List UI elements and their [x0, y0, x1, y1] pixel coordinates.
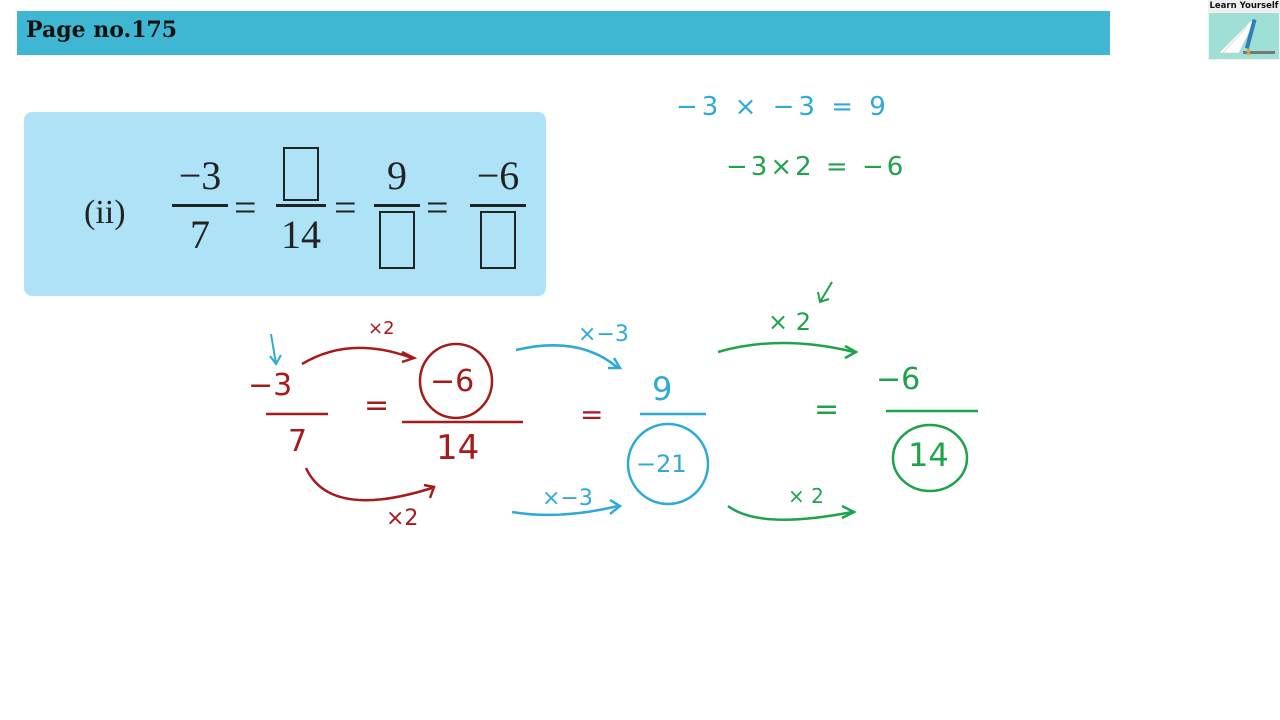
equals-sign: = — [364, 388, 390, 423]
solution-3-denominator: −21 — [636, 450, 687, 478]
arrow-label-blue-top: ×−3 — [578, 322, 629, 347]
fraction-bar — [374, 204, 420, 207]
equals-sign: = — [580, 398, 604, 431]
arrow-label-red-bottom: ×2 — [386, 506, 419, 531]
logo-text: Learn Yourself — [1208, 0, 1280, 12]
arrow-label-blue-bottom: ×−3 — [542, 486, 593, 511]
note-green: −3×2 = −6 — [726, 152, 907, 182]
denominator: 7 — [190, 212, 210, 257]
denominator: 14 — [281, 212, 321, 257]
page-header-bar: Page no.175 — [17, 11, 1110, 55]
fraction-bar — [172, 204, 228, 207]
equals-sign: = — [814, 392, 840, 427]
denominator-blank[interactable] — [374, 211, 420, 271]
fraction-4: −6 — [470, 152, 526, 271]
fraction-bar — [470, 204, 526, 207]
fraction-1: −3 7 — [172, 152, 228, 259]
arrow-label-green-top: × 2 — [768, 308, 812, 336]
solution-4-denominator: 14 — [908, 436, 949, 474]
fraction-2: 14 — [276, 146, 326, 259]
page-title: Page no.175 — [26, 17, 178, 43]
solution-3-numerator: 9 — [652, 370, 673, 408]
solution-4-numerator: −6 — [876, 362, 921, 397]
arrow-label-green-bottom: × 2 — [788, 484, 824, 508]
equals-sign: = — [426, 185, 449, 230]
solution-2-denominator: 14 — [436, 428, 480, 468]
channel-logo: Learn Yourself — [1208, 0, 1280, 60]
numerator-blank[interactable] — [276, 146, 326, 201]
numerator: 9 — [387, 153, 407, 198]
question-box: (ii) −3 7 = 14 = 9 = −6 — [24, 112, 546, 296]
equals-sign: = — [334, 185, 357, 230]
solution-1-numerator: −3 — [248, 368, 293, 403]
equals-sign: = — [234, 185, 257, 230]
note-blue: −3 × −3 = 9 — [676, 92, 890, 122]
denominator-blank[interactable] — [470, 211, 526, 271]
numerator: −3 — [178, 153, 222, 198]
fraction-3: 9 — [374, 152, 420, 271]
book-laptop-icon — [1209, 13, 1279, 59]
arrow-label-red-top: ×2 — [368, 318, 395, 339]
numerator: −6 — [476, 153, 520, 198]
solution-1-denominator: 7 — [288, 424, 308, 459]
question-label: (ii) — [84, 194, 126, 231]
solution-2-numerator: −6 — [430, 364, 475, 399]
fraction-bar — [276, 204, 326, 207]
